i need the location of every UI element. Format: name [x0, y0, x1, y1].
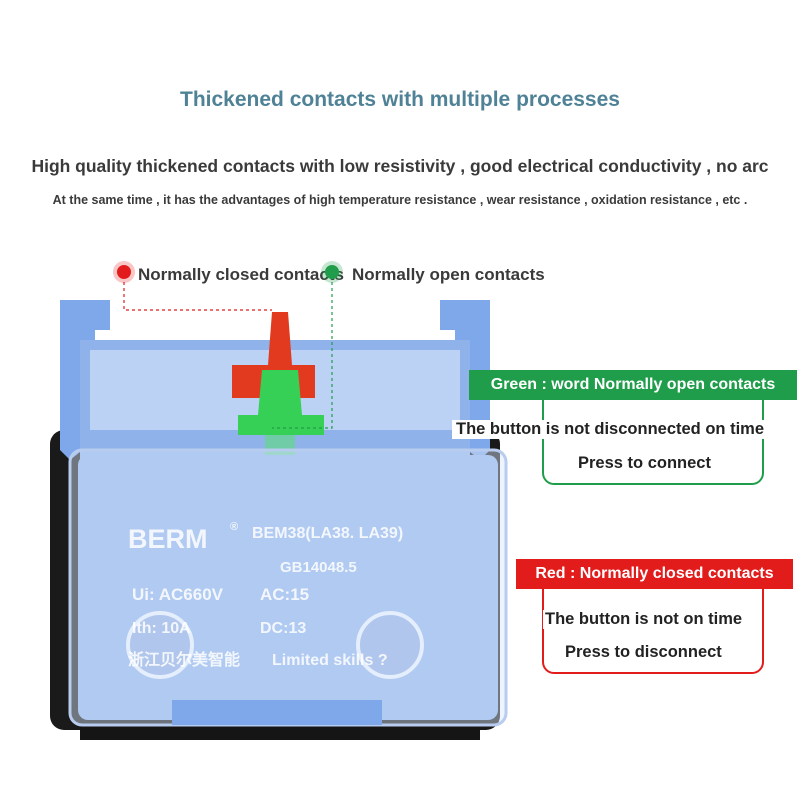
red-leader-line: [123, 282, 272, 311]
contact-block-image: BERM ® BEM38(LA38. LA39) GB14048.5 Ui: A…: [50, 300, 508, 740]
brand-label: BERM: [128, 524, 208, 554]
green-callout-title: Green : word Normally open contacts: [469, 370, 797, 400]
ac-label: AC:15: [260, 585, 309, 604]
red-callout-title: Red : Normally closed contacts: [516, 559, 793, 589]
legend-closed-label: Normally closed contacts: [138, 265, 344, 284]
maker-label: 浙江贝尔美智能: [128, 650, 240, 669]
registered-mark: ®: [230, 521, 238, 533]
legend-open-label: Normally open contacts: [352, 265, 545, 284]
red-callout-box: [542, 589, 764, 674]
red-callout-line1: The button is not on time: [543, 610, 745, 629]
red-dot-icon: [117, 265, 131, 279]
standard-label: GB14048.5: [280, 559, 357, 576]
voltage-label: Ui: AC660V: [132, 585, 224, 604]
page-title: Thickened contacts with multiple process…: [180, 88, 620, 111]
current-label: Ith: 10A: [132, 620, 191, 637]
green-plunger: [238, 370, 324, 435]
green-callout-box: [542, 400, 764, 485]
model-label: BEM38(LA38. LA39): [252, 525, 403, 542]
green-dot-icon: [325, 265, 339, 279]
screw-left: [126, 611, 194, 679]
screw-right: [356, 611, 424, 679]
red-callout-line2: Press to disconnect: [565, 643, 722, 662]
description: At the same time , it has the advantages…: [52, 193, 748, 207]
bottom-lip: [172, 700, 382, 725]
subtitle: High quality thickened contacts with low…: [31, 156, 769, 176]
green-leader-line: [272, 282, 333, 429]
maker-suffix-label: Limited skills ?: [272, 652, 388, 669]
green-callout-line2: Press to connect: [578, 454, 711, 473]
dc-label: DC:13: [260, 620, 306, 637]
green-callout-line1: The button is not disconnected on time: [452, 420, 768, 439]
